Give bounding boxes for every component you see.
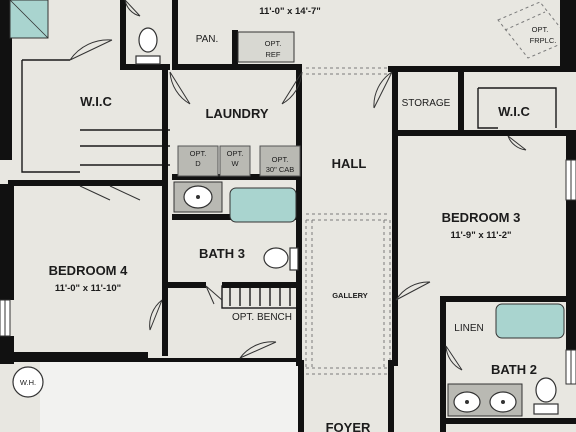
opt-fireplace-label-line1: OPT. (532, 25, 549, 34)
bedroom4-label: BEDROOM 4 (49, 263, 129, 278)
doors (69, 0, 527, 371)
bedroom3-label: BEDROOM 3 (442, 210, 521, 225)
opt-cabinet-label-line1: OPT. (272, 155, 289, 164)
opt-cabinet-label-line2: 30" CAB (266, 165, 295, 174)
labels: 11'-0" x 14'-7" PAN. OPT. REF OPT. FRPLC… (20, 6, 556, 432)
storage-label: STORAGE (402, 98, 451, 109)
opt-ref-label-line1: OPT. (265, 39, 282, 48)
opt-bench-label: OPT. BENCH (232, 312, 292, 323)
top-room-dimensions: 11'-0" x 14'-7" (259, 6, 321, 17)
windows (0, 159, 576, 385)
opt-dryer-label-line2: D (195, 159, 201, 168)
dashed-openings (305, 1, 571, 375)
laundry-label: LAUNDRY (205, 106, 268, 121)
opt-dryer-label-line1: OPT. (190, 149, 207, 158)
pantry-label: PAN. (196, 34, 219, 45)
wic-right-label: W.I.C (498, 104, 530, 119)
opt-washer-label-line1: OPT. (227, 149, 244, 158)
bath3-label: BATH 3 (199, 246, 245, 261)
bath2-label: BATH 2 (491, 362, 537, 377)
wic-left-label: W.I.C (80, 94, 112, 109)
opt-fireplace-label-line2: FRPLC. (530, 36, 557, 45)
water-heater-label: W.H. (20, 378, 36, 387)
hall-label: HALL (332, 156, 367, 171)
bedroom4-dimensions: 11'-0" x 11'-10" (55, 283, 121, 294)
fixtures (9, 0, 565, 417)
bedroom3-dimensions: 11'-9" x 11'-2" (450, 230, 511, 241)
opt-ref-label-line2: REF (266, 50, 281, 59)
foyer-label: FOYER (326, 420, 371, 432)
gallery-label: GALLERY (332, 291, 368, 300)
linen-label: LINEN (454, 323, 483, 334)
opt-washer-label-line2: W (231, 159, 239, 168)
